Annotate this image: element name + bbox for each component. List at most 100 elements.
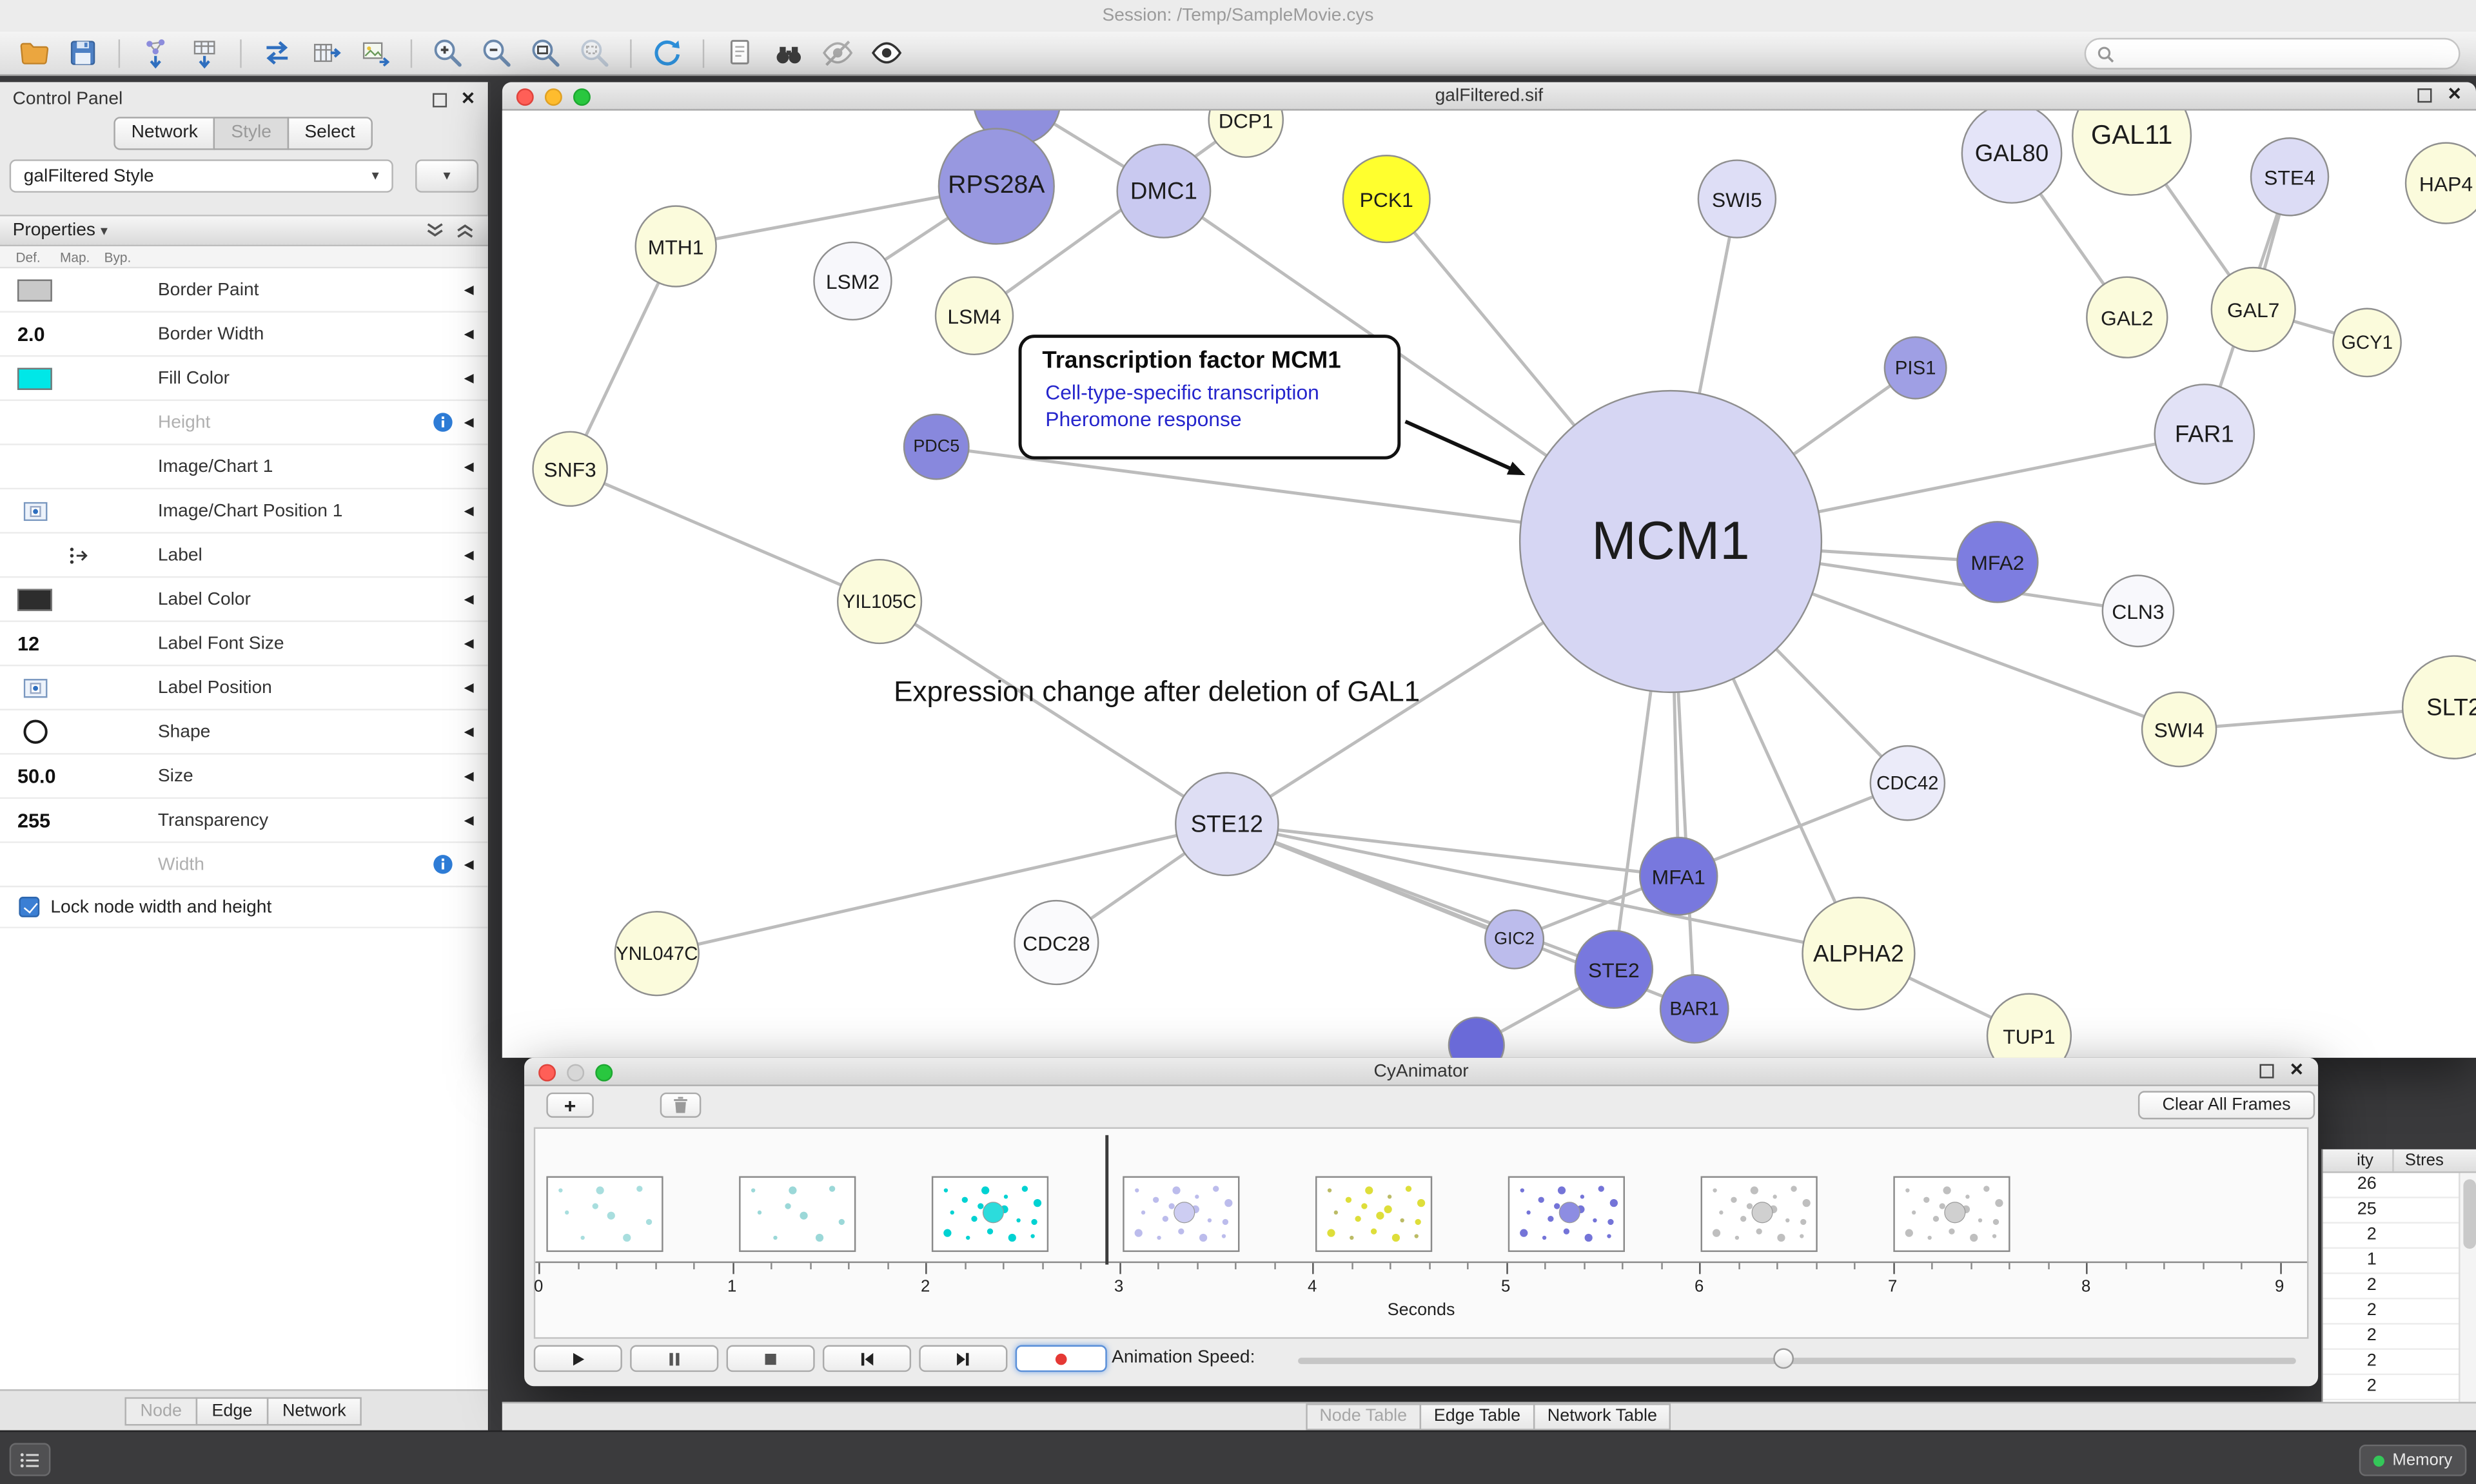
tab-network-style[interactable]: Network <box>266 1396 362 1425</box>
network-node-swi5[interactable]: SWI5 <box>1697 159 1777 239</box>
expand-row-icon[interactable]: ◀ <box>464 371 474 386</box>
network-node-cdc42[interactable]: CDC42 <box>1869 745 1946 821</box>
network-node-bar1[interactable]: BAR1 <box>1659 974 1729 1044</box>
animation-frame-8[interactable] <box>1892 1176 2010 1253</box>
previous-frame-button[interactable] <box>822 1345 912 1372</box>
find-button[interactable] <box>764 34 813 72</box>
animation-frame-7[interactable] <box>1700 1176 1818 1253</box>
play-button[interactable] <box>533 1345 622 1372</box>
property-row-label[interactable]: Label◀ <box>0 533 488 578</box>
column-header-stress[interactable]: Stres <box>2404 1151 2444 1170</box>
expand-row-icon[interactable]: ◀ <box>464 282 474 297</box>
network-node-swi4[interactable]: SWI4 <box>2141 691 2217 768</box>
network-node-cdc28[interactable]: CDC28 <box>1014 899 1099 986</box>
expand-row-icon[interactable]: ◀ <box>464 415 474 430</box>
export-image-button[interactable] <box>351 34 400 72</box>
open-session-button[interactable] <box>10 34 59 72</box>
annotation-box[interactable]: Transcription factor MCM1 Cell-type-spec… <box>1018 335 1401 460</box>
network-node-snf3[interactable]: SNF3 <box>532 431 608 507</box>
animation-frame-5[interactable] <box>1315 1176 1433 1253</box>
save-session-button[interactable] <box>59 34 108 72</box>
zoom-in-button[interactable] <box>423 34 472 72</box>
animation-frame-4[interactable] <box>1123 1176 1241 1253</box>
property-row-border-paint[interactable]: Border Paint◀ <box>0 268 488 313</box>
animation-frame-2[interactable] <box>738 1176 856 1253</box>
export-network-button[interactable] <box>253 34 302 72</box>
network-node-pdc5[interactable]: PDC5 <box>903 413 970 480</box>
zoom-window-icon[interactable] <box>573 87 591 105</box>
zoom-selected-button[interactable] <box>570 34 619 72</box>
hide-selected-button[interactable] <box>813 34 862 72</box>
network-node-tup1[interactable]: TUP1 <box>1986 993 2072 1058</box>
network-node-cln3[interactable]: CLN3 <box>2101 574 2175 648</box>
zoom-window-icon[interactable] <box>595 1063 613 1081</box>
minimize-window-icon[interactable] <box>544 87 562 105</box>
animation-frame-3[interactable] <box>930 1176 1048 1253</box>
network-node-ynl047c[interactable]: YNL047C <box>614 911 700 997</box>
close-window-icon[interactable] <box>538 1063 556 1081</box>
network-node-gal2[interactable]: GAL2 <box>2086 276 2168 358</box>
tab-node[interactable]: Node <box>124 1396 198 1425</box>
add-frame-button[interactable]: + <box>546 1092 594 1118</box>
memory-button[interactable]: Memory <box>2359 1444 2467 1476</box>
close-frame-icon[interactable]: ✕ <box>2289 1060 2304 1080</box>
refresh-button[interactable] <box>643 34 692 72</box>
zoom-out-button[interactable] <box>472 34 521 72</box>
network-node-nodeb[interactable] <box>1448 1017 1505 1058</box>
animation-frame-6[interactable] <box>1508 1176 1626 1253</box>
table-row[interactable]: 25 <box>2323 1198 2476 1224</box>
annotation-link-2[interactable]: Pheromone response <box>1045 407 1242 431</box>
speed-slider-handle[interactable] <box>1773 1348 1794 1369</box>
expand-row-icon[interactable]: ◀ <box>464 547 474 562</box>
speed-slider[interactable] <box>1298 1358 2296 1363</box>
style-options-button[interactable]: ▾ <box>415 159 479 193</box>
network-node-lsm4[interactable]: LSM4 <box>934 276 1014 356</box>
table-row[interactable]: 2 <box>2323 1350 2476 1376</box>
network-node-gal11[interactable]: GAL11 <box>2072 110 2192 196</box>
search-input[interactable] <box>2122 44 2448 63</box>
expand-row-icon[interactable]: ◀ <box>464 326 474 341</box>
clone-network-button[interactable] <box>715 34 764 72</box>
property-row-label-position[interactable]: Label Position◀ <box>0 666 488 711</box>
network-node-far1[interactable]: FAR1 <box>2154 384 2255 485</box>
table-row[interactable]: 2 <box>2323 1300 2476 1325</box>
network-node-mfa2[interactable]: MFA2 <box>1956 521 2039 603</box>
table-row[interactable]: 1 <box>2323 1249 2476 1274</box>
color-swatch[interactable] <box>17 367 52 389</box>
next-frame-button[interactable] <box>919 1345 1008 1372</box>
tab-node-table[interactable]: Node Table <box>1305 1403 1422 1430</box>
network-node-hap4[interactable]: HAP4 <box>2404 142 2476 224</box>
restore-frame-icon[interactable] <box>2417 88 2432 103</box>
expand-row-icon[interactable]: ◀ <box>464 503 474 518</box>
record-button[interactable] <box>1015 1345 1107 1372</box>
expand-row-icon[interactable]: ◀ <box>464 725 474 739</box>
table-row[interactable]: 2 <box>2323 1274 2476 1300</box>
network-node-dcp1[interactable]: DCP1 <box>1208 110 1284 158</box>
table-row[interactable]: 2 <box>2323 1325 2476 1350</box>
expand-row-icon[interactable]: ◀ <box>464 813 474 828</box>
network-node-ste4[interactable]: STE4 <box>2250 137 2330 217</box>
tab-network[interactable]: Network <box>113 117 215 150</box>
show-all-button[interactable] <box>862 34 911 72</box>
close-frame-icon[interactable]: ✕ <box>2447 85 2462 104</box>
collapse-all-icon[interactable] <box>425 222 446 238</box>
network-node-slt2[interactable]: SLT2 <box>2401 655 2476 759</box>
expand-all-icon[interactable] <box>455 222 475 238</box>
float-panel-icon[interactable] <box>432 92 447 107</box>
network-window-titlebar[interactable]: galFiltered.sif ✕ <box>502 82 2476 111</box>
zoom-fit-button[interactable] <box>521 34 570 72</box>
network-node-yil105c[interactable]: YIL105C <box>836 558 923 645</box>
network-node-gal80[interactable]: GAL80 <box>1961 110 2063 204</box>
network-node-gcy1[interactable]: GCY1 <box>2332 308 2402 378</box>
tab-select[interactable]: Select <box>287 117 373 150</box>
table-panel-toggle-button[interactable] <box>9 1443 51 1476</box>
expand-row-icon[interactable]: ◀ <box>464 857 474 872</box>
table-scrollbar[interactable] <box>2459 1173 2476 1402</box>
tab-edge[interactable]: Edge <box>195 1396 268 1425</box>
color-swatch[interactable] <box>17 588 52 610</box>
network-node-dmc1[interactable]: DMC1 <box>1116 143 1212 239</box>
table-row[interactable]: 2 <box>2323 1224 2476 1249</box>
